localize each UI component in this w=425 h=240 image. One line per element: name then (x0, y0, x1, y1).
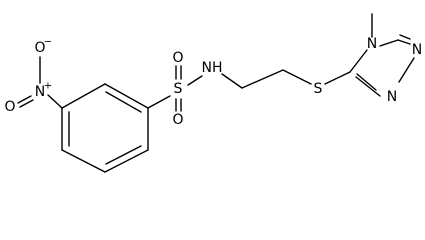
atom-s: S (314, 81, 323, 97)
nitro-group: O − N + O (4, 37, 63, 115)
ring-bond (355, 76, 381, 97)
ring-double-bond (399, 34, 411, 40)
ring-inner-bond (105, 145, 142, 165)
ring-to-nitro-bond (47, 94, 63, 109)
atom-n: N (35, 84, 45, 100)
charge-minus: − (44, 37, 52, 48)
ring-double-bond (397, 39, 411, 45)
ring-bond (104, 83, 149, 109)
ring-bond (61, 149, 106, 173)
atom-o: O (172, 50, 183, 66)
ring-bond (104, 149, 149, 173)
ring-double-bond (356, 73, 377, 91)
sulfur-to-triazole-bond (324, 71, 351, 85)
atom-o: O (34, 40, 45, 56)
ring-to-sulfur-bond (147, 95, 171, 109)
ring-bond (379, 39, 399, 47)
ring-bond (398, 57, 415, 83)
molecule-svg: O − N + O O S O NH S N N N (4, 13, 422, 173)
ring-bond (349, 49, 368, 73)
atom-o: O (172, 112, 183, 128)
nitro-n-o-double-bond (19, 99, 34, 108)
atom-n: N (412, 42, 422, 58)
sulfonyl-group: O S O (147, 50, 203, 128)
structure-diagram: O − N + O O S O NH S N N N (4, 13, 422, 173)
ring-bond (61, 83, 106, 109)
chain-bond (221, 73, 243, 89)
chain-bond (282, 69, 312, 85)
atom-s: S (174, 81, 183, 97)
ethyl-linker: NH S (202, 60, 351, 97)
benzene-ring (61, 83, 149, 173)
triazole-ring: N N N (349, 13, 422, 105)
atom-nh: NH (202, 60, 223, 76)
atom-n: N (387, 89, 397, 105)
ring-inner-bond (105, 91, 142, 113)
nitro-n-o-double-bond (17, 95, 32, 104)
chain-bond (241, 69, 284, 89)
atom-n: N (367, 36, 377, 52)
sulfur-to-nh-bond (187, 75, 203, 86)
atom-o: O (4, 99, 15, 115)
charge-plus: + (44, 81, 52, 92)
